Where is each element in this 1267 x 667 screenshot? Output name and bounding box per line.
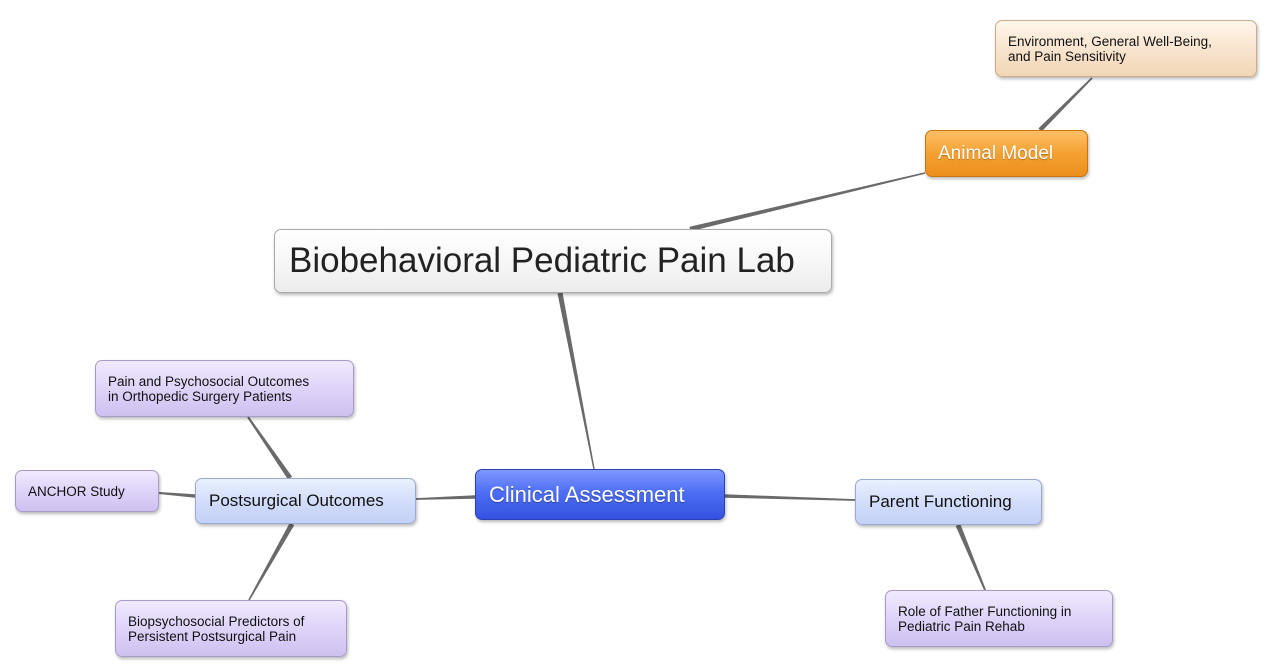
node-father-functioning[interactable]: Role of Father Functioning in Pediatric … bbox=[885, 590, 1113, 647]
link-clinical-parent-functioning bbox=[724, 494, 855, 501]
link-root-clinical-assessment bbox=[557, 292, 595, 470]
node-environment-line1: Environment, General Well-Being, bbox=[1008, 33, 1212, 49]
node-animal-model-label: Animal Model bbox=[938, 142, 1054, 164]
link-postsurgical-pain-psychosocial bbox=[247, 416, 293, 480]
link-clinical-postsurgical bbox=[416, 495, 476, 500]
node-postsurgical-outcomes-label: Postsurgical Outcomes bbox=[209, 491, 384, 510]
node-father-functioning-line2: Pediatric Pain Rehab bbox=[898, 618, 1025, 634]
node-pain-psychosocial-line1: Pain and Psychosocial Outcomes bbox=[108, 373, 310, 389]
link-postsurgical-anchor bbox=[158, 492, 196, 498]
node-biopsychosocial-line2: Persistent Postsurgical Pain bbox=[128, 628, 297, 644]
node-father-functioning-line1: Role of Father Functioning in bbox=[898, 603, 1072, 619]
node-postsurgical-outcomes[interactable]: Postsurgical Outcomes bbox=[195, 478, 416, 524]
root-node-biobehavioral-pediatric-pain-lab[interactable]: Biobehavioral Pediatric Pain Lab bbox=[274, 229, 832, 293]
node-pain-psychosocial-line2: in Orthopedic Surgery Patients bbox=[108, 388, 292, 404]
node-environment-line2: and Pain Sensitivity bbox=[1008, 48, 1126, 64]
link-parent-father bbox=[955, 524, 986, 591]
node-clinical-assessment-label: Clinical Assessment bbox=[489, 481, 685, 507]
node-environment-well-being[interactable]: Environment, General Well-Being, and Pai… bbox=[995, 20, 1257, 77]
node-animal-model[interactable]: Animal Model bbox=[925, 130, 1088, 177]
node-biopsychosocial-predictors[interactable]: Biopsychosocial Predictors of Persistent… bbox=[115, 600, 347, 657]
node-clinical-assessment[interactable]: Clinical Assessment bbox=[475, 469, 725, 520]
link-animal-model-environment bbox=[1038, 77, 1093, 132]
link-postsurgical-biopsychosocial bbox=[248, 522, 295, 601]
link-root-animal-model bbox=[689, 172, 926, 232]
root-node-label: Biobehavioral Pediatric Pain Lab bbox=[289, 241, 795, 280]
node-parent-functioning-label: Parent Functioning bbox=[869, 492, 1012, 511]
node-parent-functioning[interactable]: Parent Functioning bbox=[855, 479, 1042, 525]
node-anchor-study-label: ANCHOR Study bbox=[28, 483, 125, 499]
node-anchor-study[interactable]: ANCHOR Study bbox=[15, 470, 159, 512]
node-pain-psychosocial-outcomes[interactable]: Pain and Psychosocial Outcomes in Orthop… bbox=[95, 360, 354, 417]
node-biopsychosocial-line1: Biopsychosocial Predictors of bbox=[128, 613, 305, 629]
